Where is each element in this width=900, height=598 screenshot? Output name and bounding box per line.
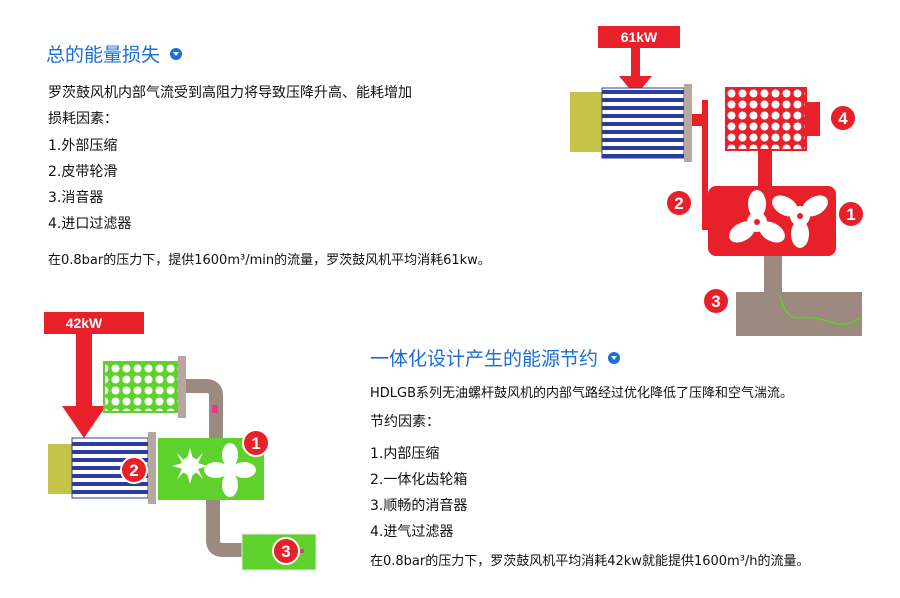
roots-inlet-filter — [725, 87, 820, 186]
screw-air-pipes — [186, 379, 242, 557]
section2-item-1: 1.内部压缩 — [370, 446, 440, 462]
section1-item-4: 4.进口过滤器 — [48, 216, 132, 232]
chevron-down-icon[interactable] — [170, 47, 183, 60]
section2-factors-label: 节约因素： — [370, 414, 440, 430]
svg-text:4: 4 — [838, 109, 848, 128]
section2-summary: 在0.8bar的压力下，罗茨鼓风机平均消耗42kw就能提供1600m³/h的流量… — [370, 554, 810, 569]
section2-intro: HDLGB系列无油螺杆鼓风机的内部气路经过优化降低了压降和空气湍流。 — [370, 386, 794, 401]
roots-badge-4: 4 — [829, 104, 857, 132]
screw-badge-3: 3 — [272, 537, 300, 565]
section1-item-2: 2.皮带轮滑 — [48, 164, 118, 180]
section2-item-4: 4.进气过滤器 — [370, 524, 454, 540]
roots-silencer — [736, 292, 862, 336]
roots-power-arrow: 61kW — [598, 26, 680, 96]
roots-badge-1: 1 — [837, 200, 865, 228]
roots-blower-body — [708, 186, 836, 256]
screw-badge-1: 1 — [242, 429, 270, 457]
roots-motor — [570, 84, 702, 162]
svg-text:3: 3 — [281, 542, 290, 561]
section1-summary: 在0.8bar的压力下，提供1600m³/min的流量，罗茨鼓风机平均消耗61k… — [48, 253, 491, 268]
roots-power-label: 61kW — [621, 29, 658, 45]
roots-badge-3: 3 — [702, 287, 730, 315]
svg-text:2: 2 — [129, 461, 138, 480]
svg-text:1: 1 — [251, 434, 260, 453]
svg-text:3: 3 — [711, 292, 720, 311]
roots-belt — [702, 100, 708, 230]
screw-power-arrow: 42kW — [44, 312, 144, 438]
svg-text:1: 1 — [846, 205, 855, 224]
screw-badge-2: 2 — [120, 456, 148, 484]
section1-title: 总的能量损失 — [46, 40, 183, 67]
section2-item-3: 3.顺畅的消音器 — [370, 498, 468, 514]
section1-item-3: 3.消音器 — [48, 190, 104, 206]
svg-text:2: 2 — [674, 194, 683, 213]
chevron-down-icon[interactable] — [608, 351, 621, 364]
screw-power-label: 42kW — [66, 315, 103, 331]
section2-title: 一体化设计产生的能源节约 — [370, 344, 621, 371]
roots-badge-2: 2 — [665, 189, 693, 217]
roots-outlet-pipe — [764, 256, 782, 292]
screw-inlet-filter — [103, 356, 186, 418]
section1-intro: 罗茨鼓风机内部气流受到高阻力将导致压降升高、能耗增加 — [48, 85, 412, 101]
section1-factors-label: 损耗因素： — [48, 111, 118, 127]
section1-item-1: 1.外部压缩 — [48, 138, 118, 154]
section2-item-2: 2.一体化齿轮箱 — [370, 472, 468, 488]
